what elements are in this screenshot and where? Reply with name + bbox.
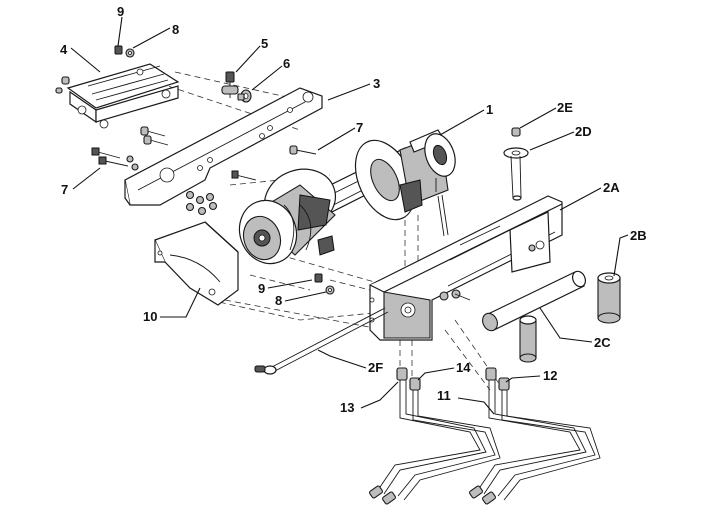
callout-2A: 2A (603, 180, 620, 195)
callout-7-mid: 7 (356, 120, 363, 135)
callout-8-mid: 8 (275, 293, 282, 308)
callout-2E: 2E (557, 100, 573, 115)
winch-assembly-1 (238, 129, 456, 265)
callout-12: 12 (543, 368, 557, 383)
fastener-9-8-top (114, 45, 135, 58)
callout-labels: 9 8 4 5 6 3 1 2E 7 2D 7 2A 2B 9 8 10 2C … (60, 4, 647, 415)
roller-tube-2C (482, 270, 587, 332)
rod-2F (254, 307, 389, 375)
callout-11: 11 (437, 388, 451, 403)
bolt-7-right (289, 145, 317, 155)
hose-11-12 (469, 367, 601, 505)
bolts-7-left (91, 126, 169, 171)
side-plate-3 (124, 87, 323, 206)
cover-bracket-10 (154, 221, 239, 306)
bushing-2B (597, 272, 621, 324)
bolt-2E (511, 127, 521, 137)
hose-13-14 (369, 367, 501, 505)
hardware-cluster (185, 170, 257, 216)
base-frame-2A (369, 195, 563, 341)
fastener-9-8-mid (314, 273, 335, 295)
callout-2D: 2D (575, 124, 592, 139)
callout-2F: 2F (368, 360, 383, 375)
bushing-2C (519, 315, 537, 363)
callout-10: 10 (143, 309, 157, 324)
callout-1: 1 (486, 102, 493, 117)
callout-9-top: 9 (117, 4, 124, 19)
pin-2D (503, 147, 529, 201)
callout-6: 6 (283, 56, 290, 71)
callout-9-mid: 9 (258, 281, 265, 296)
callout-7-left: 7 (61, 182, 68, 197)
bracket-assembly-4 (55, 63, 180, 129)
leader-lines (70, 16, 629, 415)
callout-2C: 2C (594, 335, 611, 350)
callout-13: 13 (340, 400, 354, 415)
callout-8-top: 8 (172, 22, 179, 37)
fastener-5-6 (221, 71, 252, 103)
callout-14: 14 (456, 360, 471, 375)
callout-3: 3 (373, 76, 380, 91)
callout-4: 4 (60, 42, 68, 57)
callout-2B: 2B (630, 228, 647, 243)
callout-5: 5 (261, 36, 268, 51)
